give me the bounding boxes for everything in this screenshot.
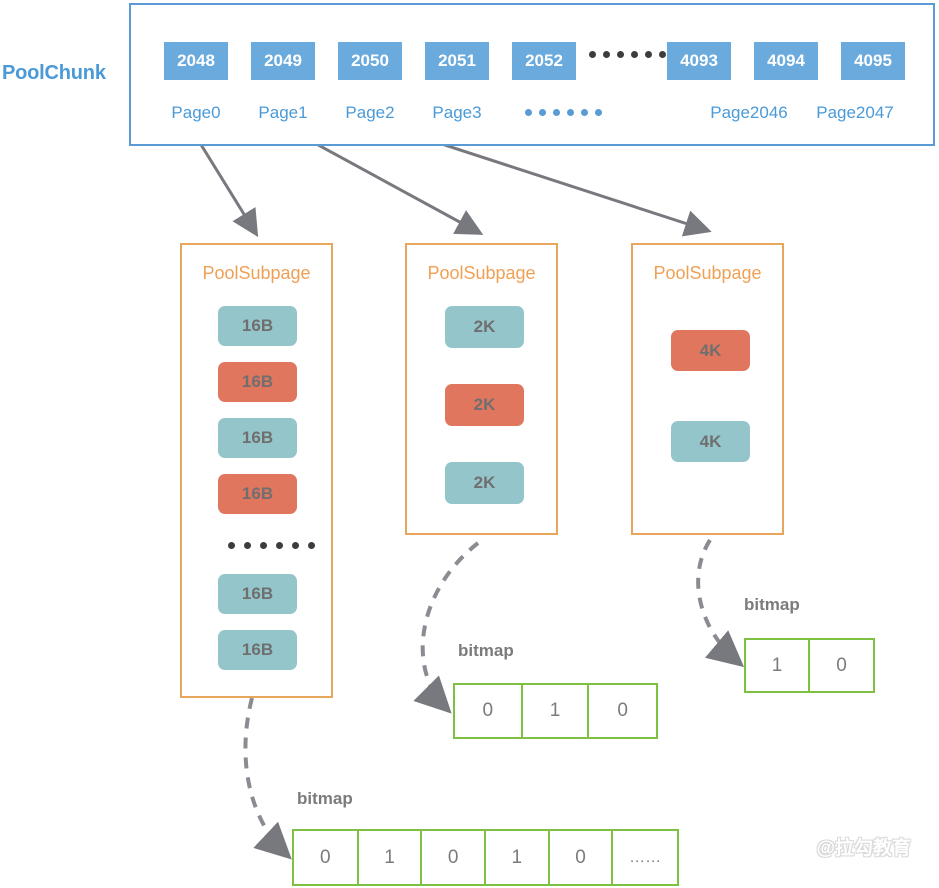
slot-16b-1[interactable]: 16B	[218, 306, 297, 346]
memory-id-cell-2052[interactable]: 2052	[512, 42, 576, 80]
page-label-row: Page0 Page1 Page2 Page3 Page2046 Page204…	[131, 5, 937, 148]
bitmap-2-cell-0[interactable]: 0	[455, 685, 523, 737]
poolsubpage-2-title: PoolSubpage	[427, 263, 536, 283]
poolsubpage-1-ellipsis	[228, 542, 315, 549]
page-label-page2047: Page2047	[816, 103, 894, 122]
slot-16b-5[interactable]: 16B	[218, 574, 297, 614]
slot-4k-2[interactable]: 4K	[671, 421, 750, 462]
page-label-page0: Page0	[171, 103, 221, 122]
poolchunk-box: 2048 2049 2050 2051 2052 4093 4094 4095 …	[129, 3, 935, 146]
slot-16b-4[interactable]: 16B	[218, 474, 297, 514]
arrow-subpage3-to-bitmap3	[696, 538, 745, 668]
bitmap-1-label: bitmap	[297, 789, 353, 808]
page-label-page2: Page2	[345, 103, 395, 122]
bitmap-1-cell-2[interactable]: 0	[422, 831, 486, 884]
memory-id-cell-2051[interactable]: 2051	[425, 42, 489, 80]
bitmap-3-label: bitmap	[744, 595, 800, 614]
memory-id-cell-2050[interactable]: 2050	[338, 42, 402, 80]
bitmap-3-cell-0[interactable]: 1	[746, 640, 811, 691]
slot-2k-2[interactable]: 2K	[445, 384, 524, 426]
poolsubpage-1: PoolSubpage 16B 16B 16B 16B 16B 16B	[180, 243, 333, 698]
bitmap-2-cell-1[interactable]: 1	[523, 685, 590, 737]
slot-16b-6[interactable]: 16B	[218, 630, 297, 670]
page-label-page2046: Page2046	[710, 103, 788, 122]
bitmap-3: 1 0	[744, 638, 875, 693]
bitmap-1-cell-3[interactable]: 1	[486, 831, 550, 884]
bitmap-2-label: bitmap	[458, 641, 514, 660]
bitmap-2: 0 1 0	[453, 683, 658, 739]
memory-id-row: 2048 2049 2050 2051 2052 4093 4094 4095	[131, 5, 937, 148]
bitmap-1-cell-5[interactable]: ……	[629, 848, 662, 866]
poolsubpage-1-title: PoolSubpage	[202, 263, 311, 283]
bitmap-1-cell-1[interactable]: 1	[359, 831, 423, 884]
slot-16b-2[interactable]: 16B	[218, 362, 297, 402]
bitmap-2-cell-2[interactable]: 0	[617, 700, 628, 721]
bitmap-1: 0 1 0 1 0 ……	[292, 829, 679, 886]
page-label-page3: Page3	[432, 103, 482, 122]
memory-id-cell-4093[interactable]: 4093	[667, 42, 731, 80]
memory-id-ellipsis	[589, 51, 666, 58]
page-label-ellipsis	[525, 109, 602, 116]
memory-id-cell-4095[interactable]: 4095	[841, 42, 905, 80]
slot-4k-1[interactable]: 4K	[671, 330, 750, 371]
poolsubpage-3: PoolSubpage 4K 4K	[631, 243, 784, 535]
slot-16b-3[interactable]: 16B	[218, 418, 297, 458]
bitmap-1-cell-0[interactable]: 0	[294, 831, 359, 884]
memory-id-cell-2049[interactable]: 2049	[251, 42, 315, 80]
memory-id-cell-4094[interactable]: 4094	[754, 42, 818, 80]
arrow-subpage1-to-bitmap1	[243, 697, 292, 860]
poolchunk-label: PoolChunk	[2, 62, 106, 84]
slot-2k-3[interactable]: 2K	[445, 462, 524, 504]
watermark: @拉勾教育	[816, 838, 911, 859]
poolsubpage-3-title: PoolSubpage	[653, 263, 762, 283]
poolsubpage-2: PoolSubpage 2K 2K 2K	[405, 243, 558, 535]
bitmap-3-cell-1[interactable]: 0	[836, 654, 847, 676]
slot-2k-1[interactable]: 2K	[445, 306, 524, 348]
page-label-page1: Page1	[258, 103, 308, 122]
bitmap-1-cell-4[interactable]: 0	[550, 831, 614, 884]
memory-id-cell-2048[interactable]: 2048	[164, 42, 228, 80]
